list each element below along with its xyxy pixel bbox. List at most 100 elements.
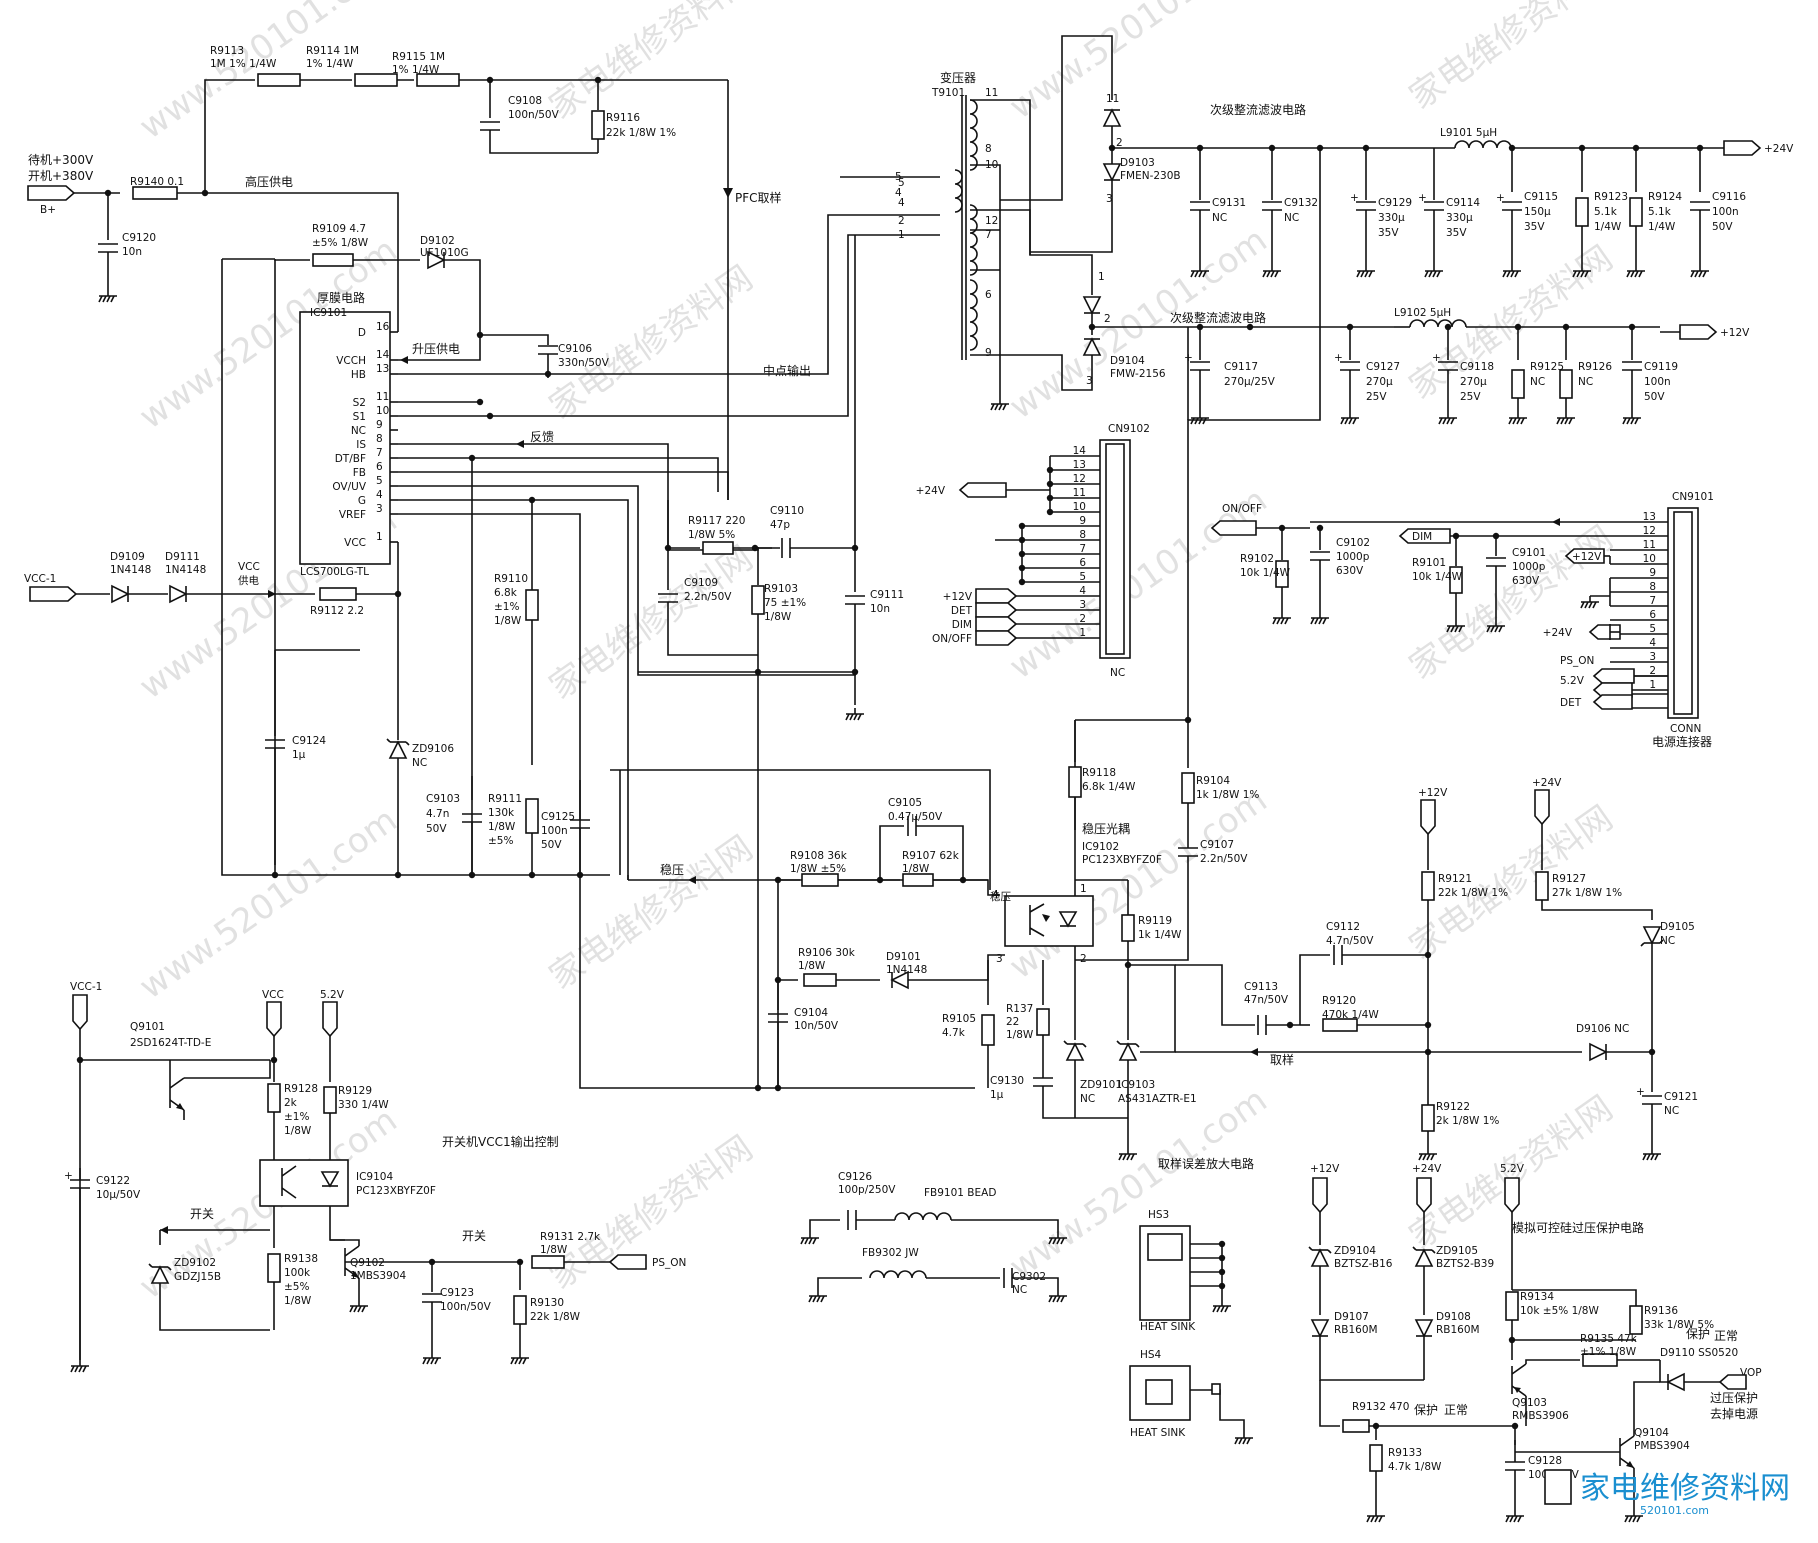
c9302-label: NC [1012,1284,1027,1296]
r9111-label: R9111 [488,793,522,805]
junction-dot [1046,466,1054,474]
cn9102-signal-label: DIM [952,619,972,631]
d9102-label: D9102 [420,235,455,247]
ground-hatch [1514,270,1519,278]
r9120-label: R9120 [1322,995,1356,1007]
zd9101-label: NC [1080,1093,1095,1105]
ground-hatch [1048,1237,1053,1245]
r9123-label: R9123 [1594,191,1628,203]
vcc1-flag [29,586,78,602]
wire [398,499,629,880]
wire [1029,903,1045,913]
wire [184,1060,271,1079]
wire [1190,1389,1245,1432]
t9101-sec1-coil [969,99,978,171]
cn9101-det-flag [1592,694,1633,710]
q9103-label: RMBS3906 [1512,1410,1569,1422]
wire [1327,1249,1332,1254]
junction-dot [851,668,859,676]
d9107-label: D9107 [1334,1311,1369,1323]
c9127-label: 270μ [1366,376,1393,388]
vcc1-bottom-flag [72,994,88,1031]
ground-hatch [1622,417,1627,425]
r9108-label: R9108 36k [790,850,848,862]
polarity-plus-icon: + [1350,192,1359,204]
ground-hatch [1588,601,1593,609]
c9121-label: C9121 [1664,1091,1698,1103]
d9111-label: 1N4148 [165,564,206,576]
r9103-label: 75 ±1% [764,597,806,609]
wire [610,769,991,890]
ground-hatch [1216,1305,1221,1313]
ground-hatch [1048,1295,1053,1303]
ground-hatch [1060,1295,1065,1303]
ground-hatch [1520,417,1525,425]
r9109-resistor [312,253,354,267]
q9104-label: PMBS3904 [1634,1440,1690,1452]
pfc-sample-label: PFC取样 [735,190,782,205]
d9104-label: FMW-2156 [1110,368,1166,380]
midpoint-label: 中点输出 [763,363,811,378]
diode-pin: 11 [1106,93,1119,105]
feedback-arrow-icon [516,440,524,448]
cn9102-signal-label: ON/OFF [932,633,972,645]
cn9102-inner [1105,443,1125,655]
ground-hatch [1432,270,1437,278]
r9119-label: 1k 1/4W [1138,929,1182,941]
conn-title: 电源连接器 [1652,734,1712,749]
cn9102-title: CN9102 [1108,423,1150,435]
c9102-label: 630V [1336,565,1364,577]
ground-hatch [1220,1305,1225,1313]
r9106-label: R9106 30k [798,947,856,959]
ground-hatch [1056,1295,1061,1303]
ic-pin-number: 16 [376,321,390,333]
heat-sink-hs4-tab [1145,1379,1173,1405]
t9101-pri-coil [954,169,963,213]
r9138-resistor [267,1253,281,1283]
c9124-label: C9124 [292,735,326,747]
c9119-label: C9119 [1644,361,1678,373]
cn9101-pin: 9 [1649,567,1656,579]
cn9101-24v: +24V [1543,627,1573,639]
r9114-resistor [354,73,398,87]
on-off-label: ON/OFF [1222,503,1262,515]
wire [274,259,310,261]
c9120-label: C9120 [122,232,156,244]
zd9102-label: ZD9102 [174,1257,216,1269]
ground-hatch [1626,270,1631,278]
wire [167,1266,172,1271]
cn9101-pin: 5 [1649,623,1656,635]
opto-ic9102-box [1004,895,1094,947]
ground-hatch [102,295,107,303]
wire [329,1206,345,1241]
ground-hatch [1368,270,1373,278]
r9110-label: 6.8k [494,587,518,599]
wire [398,214,902,375]
q9103-emitter [1511,1385,1527,1397]
r9129-resistor [323,1086,337,1114]
cn9102-pin: 13 [1073,459,1086,471]
p24v-in-label: +24V [916,485,946,497]
c9119-label: 50V [1644,391,1665,403]
ground-hatch [1348,417,1353,425]
wire [1431,1249,1436,1254]
c9107-label: 2.2n/50V [1200,853,1248,865]
ground-hatch [1314,617,1319,625]
ground-hatch [1509,1515,1514,1523]
arrow-icon [268,590,276,598]
wire [1308,1246,1313,1251]
l9101-label: L9101 5μH [1440,127,1497,139]
sample-label: 取样 [1270,1052,1294,1067]
r137-label: R137 [1006,1003,1033,1015]
q9102-label: 1MBS3904 [350,1270,406,1282]
c9113-label: 47n/50V [1244,994,1289,1006]
ground-hatch [1630,270,1635,278]
cn9101-pin: 13 [1643,511,1656,523]
ground-hatch [1438,417,1443,425]
junction-dot [754,1084,762,1092]
p24v-label: +24V [1532,777,1562,789]
transformer-pin: 7 [985,229,992,241]
polarity-plus-icon: + [1334,352,1343,364]
ground-hatch [1436,270,1441,278]
opto-pin: 1 [1080,883,1087,895]
